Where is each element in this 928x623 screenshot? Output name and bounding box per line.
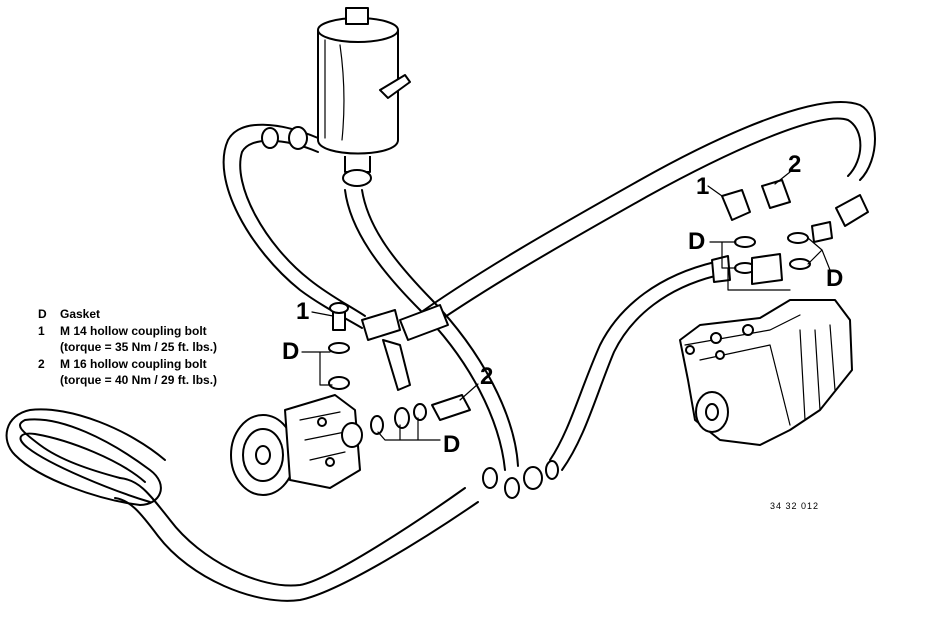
long-pressure-hose — [409, 101, 876, 335]
legend-key-2: 2 — [38, 357, 45, 371]
legend-key-1: 1 — [38, 324, 45, 338]
pump-fittings — [328, 302, 471, 435]
pump-gasket-d-lower-callout: D — [443, 431, 460, 458]
pump-gasket-d-callout: D — [282, 338, 299, 365]
parts-legend: D Gasket 1 M 14 hollow coupling bolt (to… — [38, 307, 217, 387]
legend-text-m16-torque: (torque = 40 Nm / 29 ft. lbs.) — [60, 373, 217, 387]
box-gasket-d-right-callout: D — [826, 265, 843, 292]
legend-text-gasket: Gasket — [60, 307, 100, 321]
hose-clamp-upper — [261, 126, 308, 150]
legend-text-m14-bolt: M 14 hollow coupling bolt — [60, 324, 207, 338]
leader-lines — [301, 171, 831, 441]
cooler-loop — [5, 408, 166, 506]
box-bolt-1-callout: 1 — [696, 173, 709, 200]
box-bolt-2-callout: 2 — [788, 151, 801, 178]
line-couplings — [482, 460, 559, 499]
cooler-line — [114, 477, 479, 602]
reservoir-return-hose — [344, 189, 519, 471]
steering-gear-box — [679, 299, 853, 446]
box-gasket-d-left-callout: D — [688, 228, 705, 255]
legend-key-d: D — [38, 307, 47, 321]
drawing-id: 34 32 012 — [770, 501, 819, 511]
legend-text-m16-bolt: M 16 hollow coupling bolt — [60, 357, 207, 371]
callout-labels: 1 D D 2 1 2 D D — [282, 151, 843, 458]
steering-box-fittings — [711, 179, 869, 285]
power-steering-pump — [230, 394, 363, 496]
legend-text-m14-torque: (torque = 35 Nm / 25 ft. lbs.) — [60, 340, 217, 354]
pump-bolt-1-callout: 1 — [296, 298, 309, 325]
pump-bolt-2-callout: 2 — [480, 363, 493, 390]
reservoir-to-pump-hose — [222, 123, 366, 329]
fluid-reservoir — [317, 7, 411, 187]
box-return-hose — [549, 261, 716, 471]
